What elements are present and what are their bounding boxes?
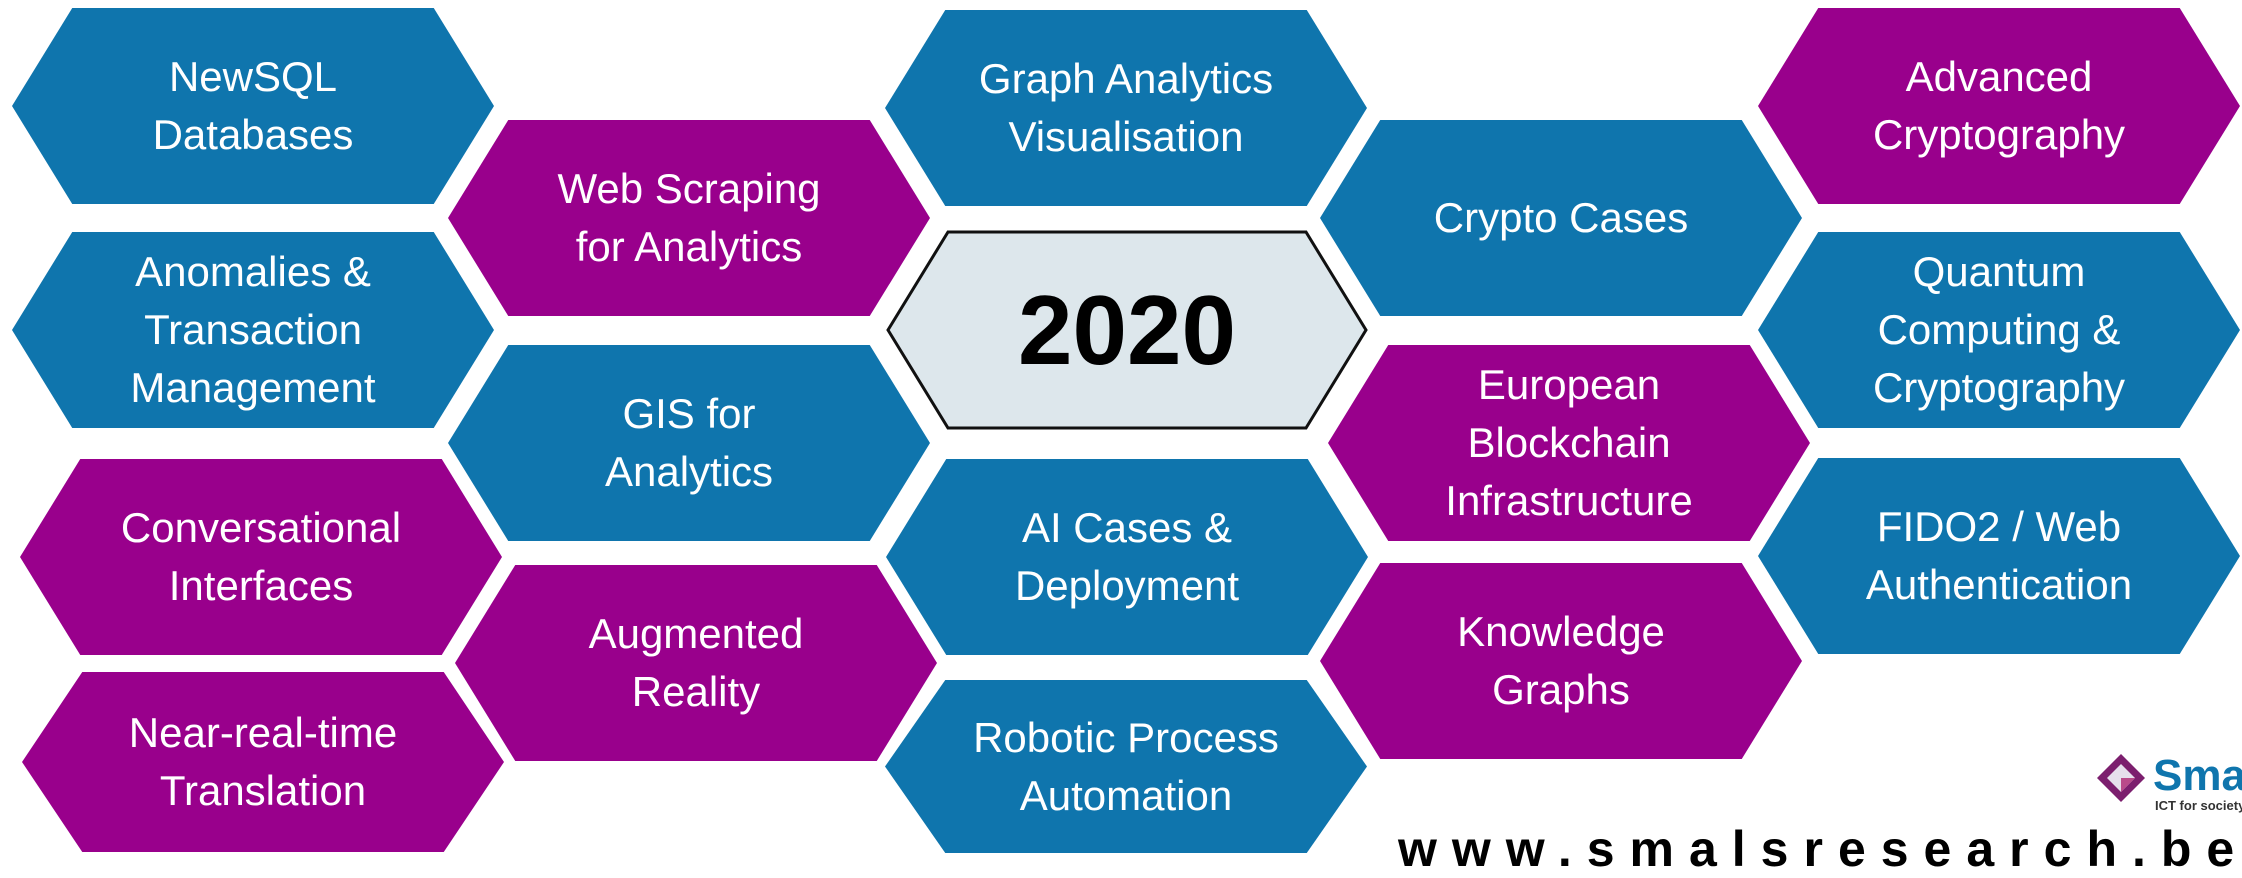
topic-crypto-cases: Crypto Cases bbox=[1320, 120, 1802, 316]
topic-web-scraping-for-analytics: Web Scraping for Analytics bbox=[448, 120, 930, 316]
topic-gis-for-analytics: GIS for Analytics bbox=[448, 345, 930, 541]
topic-knowledge-graphs: Knowledge Graphs bbox=[1320, 563, 1802, 759]
center-hexagon-shape bbox=[886, 230, 1368, 430]
website-url: www.smalsresearch.be bbox=[1398, 821, 2242, 877]
topic-augmented-reality: Augmented Reality bbox=[455, 565, 937, 761]
topic-near-real-time-translation: Near-real-time Translation bbox=[22, 672, 504, 852]
topic-european-blockchain-infrastructure: European Blockchain Infrastructure bbox=[1328, 345, 1810, 541]
topic-fido2-web-authentication: FIDO2 / Web Authentication bbox=[1758, 458, 2240, 654]
smals-logo-mark: Smals ICT for society bbox=[2097, 751, 2242, 813]
center-year-label: 2020 bbox=[1017, 274, 1236, 385]
topic-advanced-cryptography: Advanced Cryptography bbox=[1758, 8, 2240, 204]
svg-text:ICT for society: ICT for society bbox=[2155, 798, 2242, 813]
topic-anomalies-transaction-management: Anomalies & Transaction Management bbox=[12, 232, 494, 428]
smals-logo: Smals ICT for society bbox=[2095, 748, 2242, 818]
topic-newsql-databases: NewSQL Databases bbox=[12, 8, 494, 204]
topic-quantum-computing-cryptography: Quantum Computing & Cryptography bbox=[1758, 232, 2240, 428]
topic-conversational-interfaces: Conversational Interfaces bbox=[20, 459, 502, 655]
center-year-hexagon: 2020 bbox=[886, 230, 1368, 430]
svg-text:Smals: Smals bbox=[2153, 751, 2242, 800]
topic-robotic-process-automation: Robotic Process Automation bbox=[885, 680, 1367, 853]
topic-ai-cases-deployment: AI Cases & Deployment bbox=[886, 459, 1368, 655]
topic-graph-analytics-visualisation: Graph Analytics Visualisation bbox=[885, 10, 1367, 206]
